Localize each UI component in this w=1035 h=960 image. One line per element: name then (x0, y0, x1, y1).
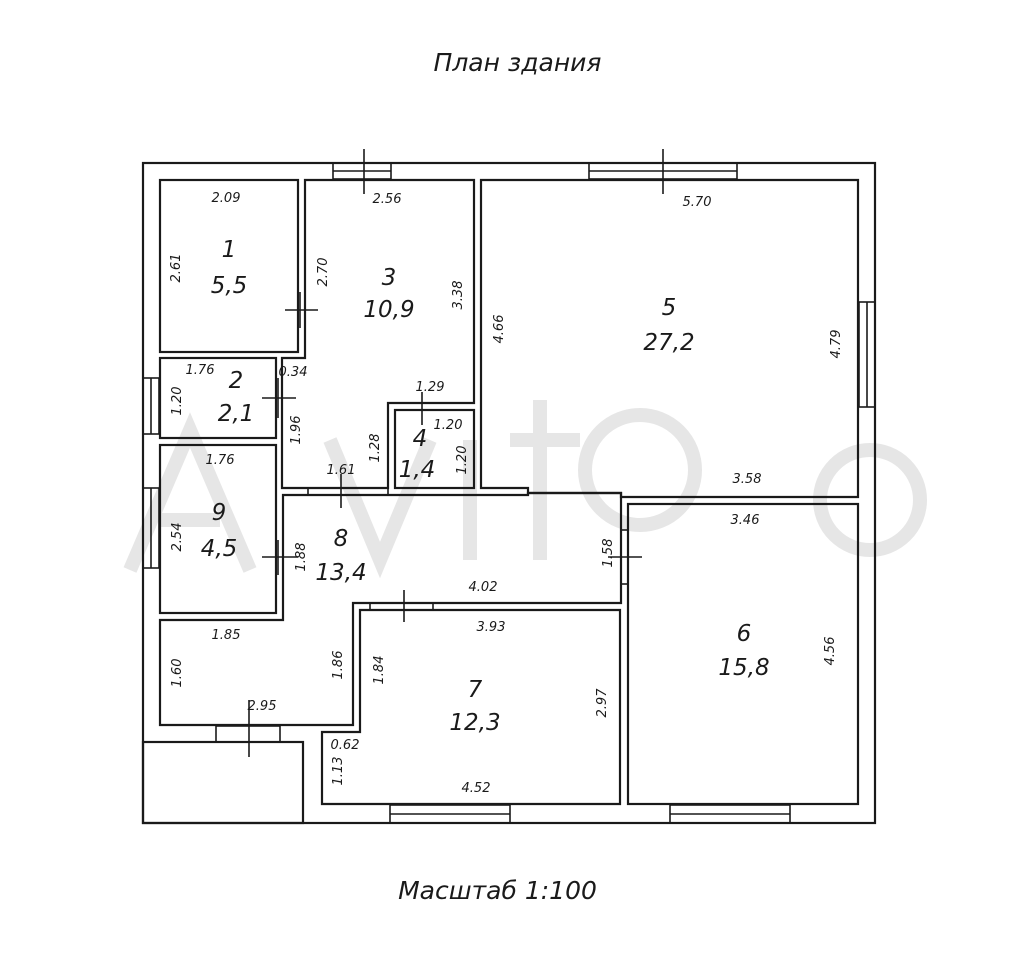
dim-label: 3.93 (477, 620, 506, 635)
room-2-number: 2 (229, 368, 244, 394)
dimension-labels: 2.09 2.61 2.56 2.70 3.38 5.70 4.66 4.79 … (169, 191, 844, 796)
dim-label: 1.76 (206, 453, 235, 468)
dim-label: 1.20 (434, 418, 463, 433)
dim-label: 5.70 (683, 195, 712, 210)
dim-label: 0.62 (331, 738, 360, 753)
watermark-logo (123, 400, 927, 579)
dim-label: 3.46 (731, 513, 760, 528)
dim-label: 1.86 (331, 651, 346, 680)
room-7-number: 7 (468, 677, 483, 703)
room-9-outline (158, 443, 278, 615)
dim-label: 2.56 (373, 192, 402, 207)
room-2-area: 2,1 (218, 401, 255, 427)
room-4-area: 1,4 (399, 457, 436, 483)
room-6-number: 6 (737, 621, 752, 647)
dim-label: 2.95 (248, 699, 277, 714)
dim-label: 1.60 (170, 659, 185, 688)
room-4-number: 4 (413, 426, 428, 452)
room-7-area: 12,3 (449, 710, 500, 736)
dim-label: 1.76 (186, 363, 215, 378)
dim-label: 1.96 (289, 416, 304, 445)
room-6-area: 15,8 (718, 655, 769, 681)
dim-label: 3.38 (451, 281, 466, 310)
dim-label: 2.54 (170, 523, 185, 552)
dim-label: 1.61 (327, 463, 356, 478)
dim-label: 4.02 (469, 580, 498, 595)
dim-label: 1.20 (170, 387, 185, 416)
room-1-area: 5,5 (211, 273, 248, 299)
dim-label: 2.97 (595, 688, 610, 718)
dim-label: 4.79 (829, 330, 844, 359)
room-9-area: 4,5 (201, 536, 238, 562)
room-5-number: 5 (662, 295, 677, 321)
dim-label: 2.09 (212, 191, 241, 206)
room-6-outline (626, 502, 860, 806)
plan-title: План здания (433, 48, 602, 77)
dim-label: 1.28 (368, 434, 383, 463)
dim-label: 1.88 (294, 543, 309, 572)
porch-outline (141, 740, 305, 825)
dim-label: 2.61 (169, 254, 184, 283)
doors (248, 149, 664, 757)
room-labels: 1 5,5 2 2,1 3 10,9 4 1,4 5 27,2 6 15,8 7… (201, 237, 770, 736)
scale-caption: Масштаб 1:100 (398, 876, 597, 905)
room-1-number: 1 (222, 237, 237, 263)
dim-label: 1.58 (601, 539, 616, 568)
room-9-number: 9 (212, 500, 227, 526)
dim-label: 0.34 (279, 365, 308, 380)
room-3-number: 3 (382, 265, 397, 291)
dim-label: 1.85 (212, 628, 241, 643)
dim-label: 1.84 (372, 656, 387, 685)
room-4-outline (393, 408, 476, 490)
room-8-area: 13,4 (315, 560, 366, 586)
dim-label: 1.13 (331, 757, 346, 786)
dim-label: 4.66 (492, 315, 507, 344)
room-5-area: 27,2 (643, 330, 694, 356)
dim-label: 4.52 (462, 781, 491, 796)
room-8-number: 8 (334, 526, 349, 552)
dim-label: 4.56 (823, 637, 838, 666)
dim-label: 1.20 (455, 446, 470, 475)
room-1-outline (158, 178, 300, 354)
room-7-outline (320, 608, 622, 806)
room-3-area: 10,9 (363, 297, 414, 323)
dim-label: 2.70 (316, 258, 331, 287)
dim-label: 1.29 (416, 380, 445, 395)
dim-label: 3.58 (733, 472, 762, 487)
room-8-outline (158, 491, 623, 727)
